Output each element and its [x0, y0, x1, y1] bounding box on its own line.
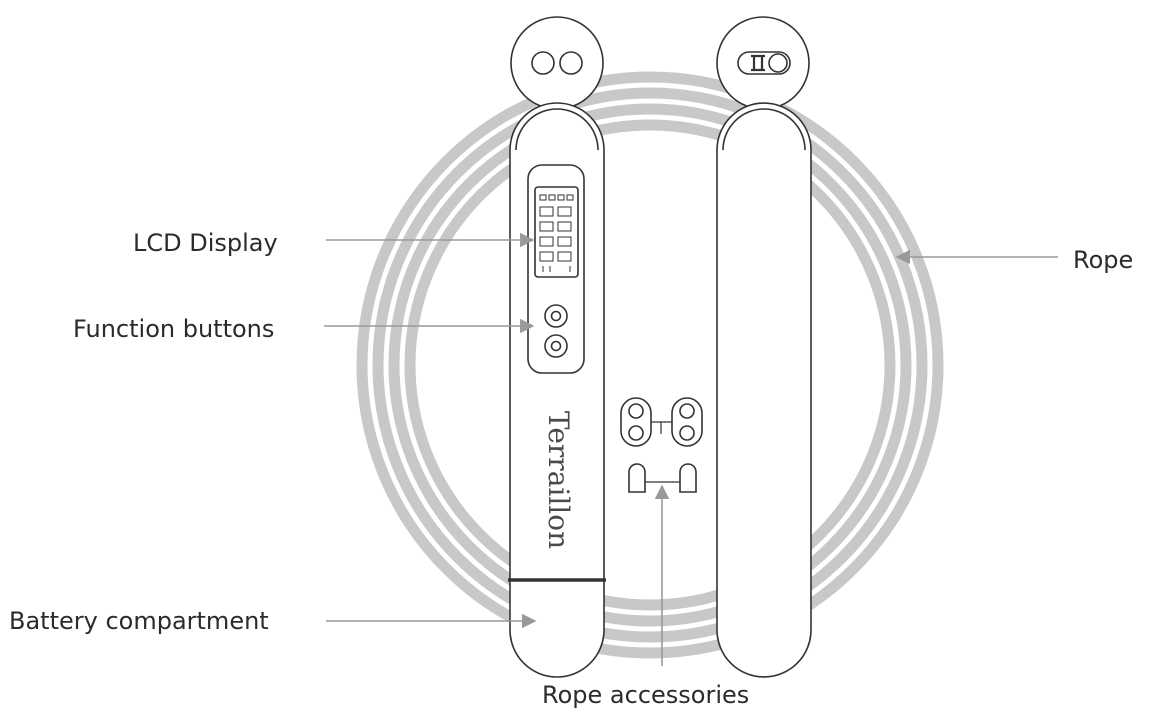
rope-loop-3 — [388, 103, 912, 627]
power-button — [544, 304, 568, 328]
power-button-symbol — [550, 310, 562, 322]
left-handle-inner — [515, 108, 599, 151]
accessory-clip-left — [620, 397, 652, 447]
left-handle-body — [509, 102, 605, 678]
accessory-stopper-right — [679, 463, 697, 493]
left-cap-hole-1 — [531, 51, 555, 75]
right-handle-inner — [722, 108, 806, 151]
brand-logo: Terraillon — [542, 410, 575, 550]
right-handle — [716, 16, 812, 678]
right-cap-hole — [768, 53, 788, 73]
accessory-clip-right — [671, 397, 703, 447]
lcd-screen — [534, 186, 579, 278]
label-rope: Rope — [1073, 246, 1134, 274]
accessory-stopper-left — [628, 463, 646, 493]
lcd-digits — [539, 194, 574, 272]
label-lcd-display: LCD Display — [133, 229, 278, 257]
mode-button-center — [550, 340, 562, 352]
right-cap-swivel — [751, 54, 765, 72]
left-cap-hole-2 — [559, 51, 583, 75]
label-function-buttons: Function buttons — [73, 315, 275, 343]
rope-loop-inner — [404, 119, 896, 611]
rope-accessories — [620, 397, 703, 493]
right-handle-body — [716, 102, 812, 678]
control-panel — [527, 164, 585, 374]
label-battery-compartment: Battery compartment — [9, 607, 269, 635]
rope-loop-2 — [372, 87, 928, 643]
leader-lines — [324, 232, 1058, 666]
rope-coils — [356, 71, 944, 659]
left-cap — [510, 16, 604, 110]
right-cap-slot — [737, 51, 791, 75]
rope-loop-outer — [356, 71, 944, 659]
mode-button — [544, 334, 568, 358]
label-rope-accessories: Rope accessories — [542, 681, 750, 709]
